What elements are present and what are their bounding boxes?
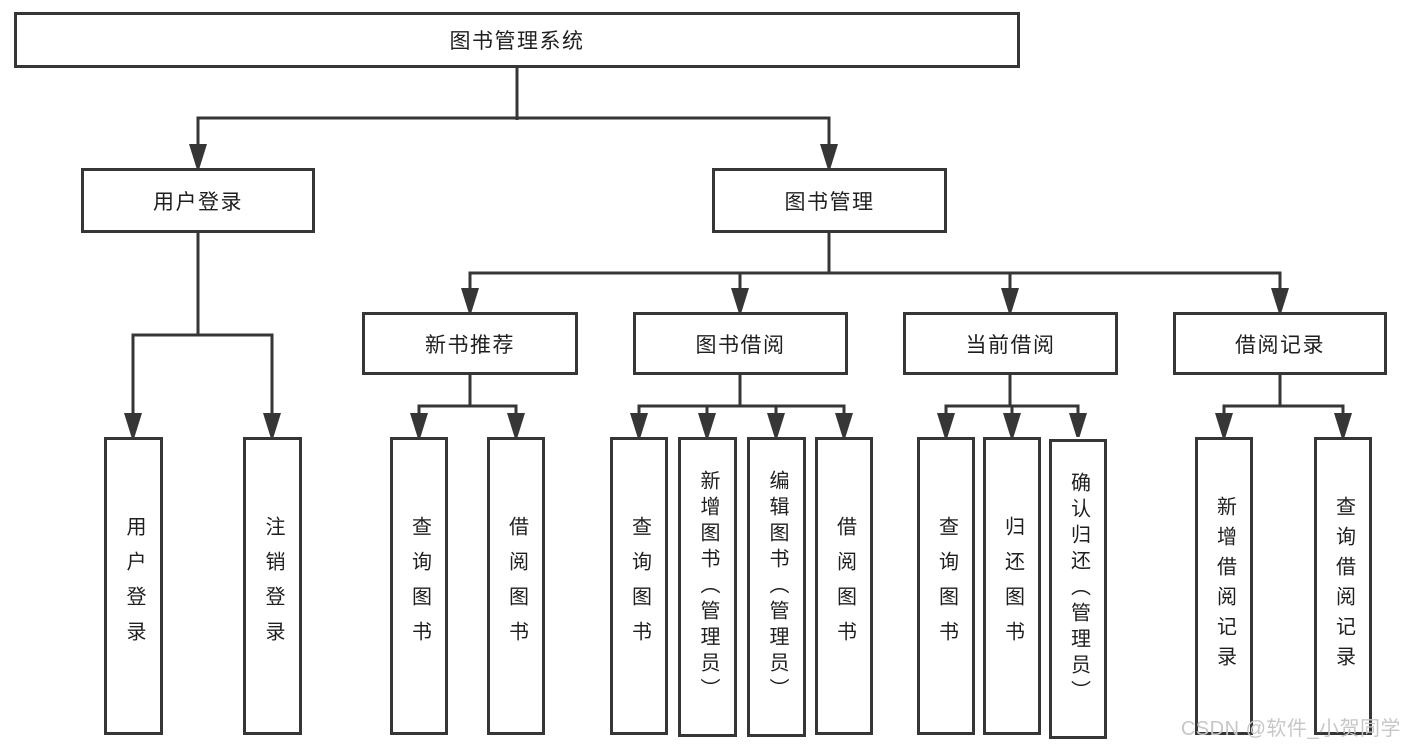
node-book-management: 图书管理 <box>712 168 947 233</box>
leaf-user-login: 用户登录 <box>104 437 163 735</box>
arrowhead-down-icon <box>507 413 525 437</box>
leaf-label: 新增借阅记录 <box>1213 496 1236 676</box>
leaf-bb-edit-books-admin: 编辑图书（管理员） <box>747 437 806 737</box>
arrowhead-down-icon <box>1003 413 1021 437</box>
arrowhead-down-icon <box>1001 288 1019 312</box>
leaf-br-add-record: 新增借阅记录 <box>1195 437 1253 735</box>
arrowhead-down-icon <box>820 144 838 168</box>
leaf-nb-borrow-books: 借阅图书 <box>487 437 545 735</box>
leaf-label: 借阅图书 <box>505 516 528 656</box>
node-current-borrow: 当前借阅 <box>903 312 1118 375</box>
leaf-label: 编辑图书（管理员） <box>766 470 788 704</box>
arrowhead-down-icon <box>698 413 716 437</box>
arrowhead-down-icon <box>937 413 955 437</box>
arrowhead-down-icon <box>410 413 428 437</box>
node-library-management-system: 图书管理系统 <box>14 12 1020 68</box>
node-borrow-records: 借阅记录 <box>1173 312 1387 375</box>
arrowhead-down-icon <box>630 413 648 437</box>
arrowheads <box>124 144 1352 437</box>
arrowhead-down-icon <box>767 413 785 437</box>
arrowhead-down-icon <box>835 413 853 437</box>
arrowhead-down-icon <box>1069 413 1087 437</box>
arrowhead-down-icon <box>1271 288 1289 312</box>
leaf-label: 新增图书（管理员） <box>697 470 719 704</box>
leaf-label: 查询图书 <box>935 516 958 656</box>
node-new-book-recommend: 新书推荐 <box>362 312 578 375</box>
arrowhead-down-icon <box>461 288 479 312</box>
leaf-label: 用户登录 <box>123 516 145 656</box>
leaf-br-query-record: 查询借阅记录 <box>1314 437 1372 735</box>
leaf-bb-borrow-books: 借阅图书 <box>815 437 873 735</box>
leaf-label: 确认归还（管理员） <box>1067 472 1090 706</box>
leaf-logout: 注销登录 <box>243 437 302 735</box>
leaf-label: 借阅图书 <box>833 516 856 656</box>
leaf-cb-return-books: 归还图书 <box>983 437 1041 735</box>
leaf-cb-query-books: 查询图书 <box>917 437 975 735</box>
leaf-label: 注销登录 <box>262 516 284 656</box>
arrowhead-down-icon <box>1215 413 1233 437</box>
leaf-nb-query-books: 查询图书 <box>390 437 448 735</box>
leaf-label: 归还图书 <box>1001 516 1024 656</box>
arrowhead-down-icon <box>731 288 749 312</box>
leaf-bb-add-books-admin: 新增图书（管理员） <box>678 437 737 737</box>
node-user-login: 用户登录 <box>81 168 315 233</box>
leaf-label: 查询图书 <box>628 516 651 656</box>
leaf-label: 查询借阅记录 <box>1332 496 1355 676</box>
arrowhead-down-icon <box>1334 413 1352 437</box>
arrowhead-down-icon <box>124 413 142 437</box>
leaf-bb-query-books: 查询图书 <box>610 437 668 735</box>
leaf-cb-confirm-return-admin: 确认归还（管理员） <box>1049 439 1107 739</box>
node-book-borrow: 图书借阅 <box>633 312 848 375</box>
csdn-watermark: CSDN @软件_小贺同学 <box>1180 718 1401 740</box>
arrowhead-down-icon <box>263 413 281 437</box>
leaf-label: 查询图书 <box>408 516 431 656</box>
arrowhead-down-icon <box>189 144 207 168</box>
